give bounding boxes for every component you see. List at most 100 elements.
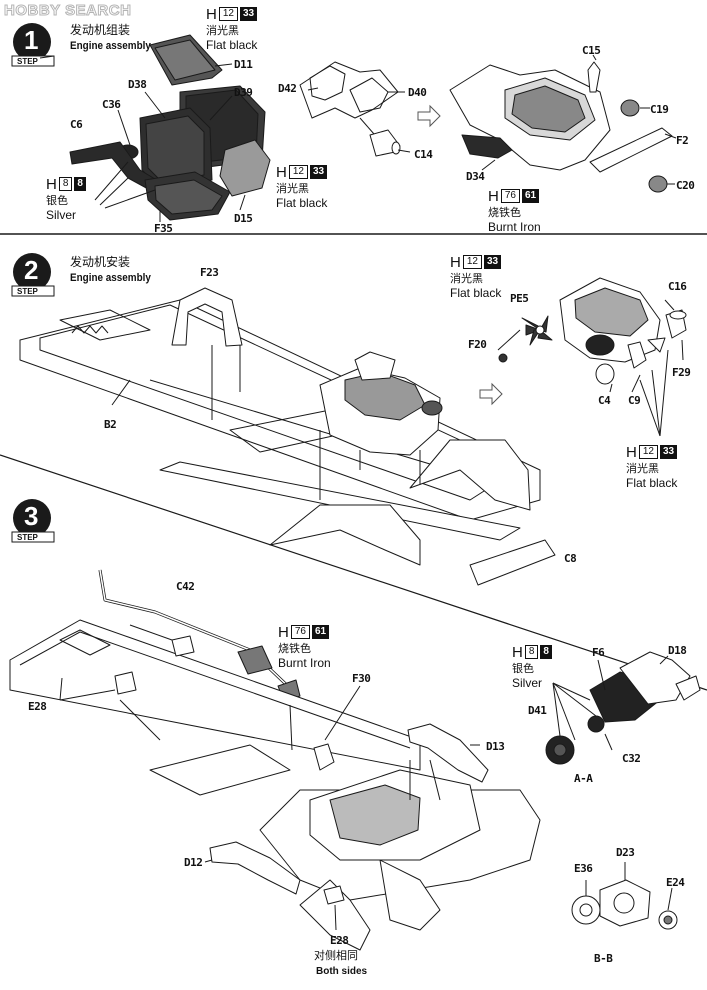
paint-callout-h12-flat-black: H 12 33 消光黑 Flat black [626, 443, 678, 491]
note-both-sides-en: Both sides [316, 966, 368, 977]
step-3-word: STEP [17, 533, 38, 542]
paint-prefix: H [450, 253, 461, 271]
paint-name-en: Flat black [450, 286, 502, 300]
paint-code: 8 [524, 645, 539, 659]
paint-code-2: 8 [540, 645, 552, 659]
part-label-pe5: PE5 [510, 292, 529, 305]
paint-callout-h76-burnt-iron: H 76 61 烧铁色 Burnt Iron [488, 187, 541, 235]
paint-name-en: Silver [46, 208, 77, 222]
paint-code: 12 [218, 7, 238, 21]
paint-callout-h12-flat-black: H 12 33 消光黑 Flat black [206, 5, 258, 53]
paint-code: 76 [290, 625, 310, 639]
part-label-e28-bottom: E28 [330, 934, 349, 947]
watermark-logo: HOBBY SEARCH [3, 2, 132, 20]
part-label-c42: C42 [176, 580, 195, 593]
part-label-d13: D13 [486, 740, 505, 753]
part-label-d34: D34 [466, 170, 485, 183]
part-label-d12: D12 [184, 856, 203, 869]
step-1-word: STEP [17, 57, 38, 66]
part-d11-drawing [149, 34, 223, 86]
part-label-d15: D15 [234, 212, 253, 225]
part-label-d23: D23 [616, 846, 635, 859]
paint-callout-h12-flat-black: H 12 33 消光黑 Flat black [450, 253, 502, 301]
paint-callout-h8-silver: H 8 8 银色 Silver [512, 644, 552, 690]
paint-prefix: H [512, 643, 523, 661]
part-label-b2: B2 [104, 418, 117, 431]
part-label-d42: D42 [278, 82, 297, 95]
step-2-number: 2 [24, 255, 39, 285]
step-1-title-cn: 发动机组装 [70, 23, 131, 37]
step-2-title-en: Engine assembly [70, 272, 151, 284]
paint-prefix: H [626, 443, 637, 461]
part-label-f2: F2 [676, 134, 689, 147]
part-label-e24: E24 [666, 876, 685, 889]
paint-name-en: Silver [512, 676, 543, 690]
tank-icon [11, 253, 55, 297]
part-label-f35: F35 [154, 222, 173, 235]
note-both-sides-cn: 对侧相同 [314, 949, 358, 962]
step-3-number: 3 [24, 501, 39, 531]
paint-code: 12 [638, 445, 658, 459]
paint-code: 12 [462, 255, 482, 269]
step-2-word: STEP [17, 287, 38, 296]
part-label-c4: C4 [598, 394, 611, 407]
part-label-c20: C20 [676, 179, 695, 192]
paint-name-en: Burnt Iron [488, 220, 541, 234]
paint-code-2: 8 [74, 177, 86, 191]
section-label-a-a: A-A [574, 772, 593, 785]
part-label-f20: F20 [468, 338, 487, 351]
part-label-c8: C8 [564, 552, 577, 565]
paint-code-2: 33 [239, 7, 258, 21]
paint-callout-h12-flat-black: H 12 33 消光黑 Flat black [276, 164, 328, 211]
paint-name-cn: 银色 [512, 662, 534, 675]
paint-prefix: H [488, 187, 499, 205]
part-label-c9: C9 [628, 394, 641, 407]
step-2-badge: 2 STEP [10, 252, 62, 298]
paint-name-cn: 银色 [46, 194, 68, 207]
part-label-d18: D18 [668, 644, 687, 657]
paint-code: 8 [58, 177, 73, 191]
part-label-c16: C16 [668, 280, 687, 293]
part-label-e36: E36 [574, 862, 593, 875]
paint-prefix: H [206, 5, 217, 23]
part-label-f29: F29 [672, 366, 691, 379]
section-label-b-b: B-B [594, 952, 613, 965]
paint-name-en: Flat black [206, 38, 258, 52]
part-label-c15: C15 [582, 44, 601, 57]
paint-name-cn: 烧铁色 [278, 642, 311, 655]
paint-code-2: 61 [311, 625, 330, 639]
part-label-f23: F23 [200, 266, 219, 279]
paint-prefix: H [46, 175, 57, 193]
paint-code: 76 [500, 189, 520, 203]
part-pe5-drawing [521, 315, 553, 346]
paint-code-2: 61 [521, 189, 540, 203]
watermark-text: HOBBY SEARCH [3, 2, 132, 20]
paint-name-cn: 消光黑 [276, 182, 309, 195]
part-label-c36: C36 [102, 98, 121, 111]
paint-name-en: Flat black [276, 196, 328, 210]
paint-code-2: 33 [659, 445, 678, 459]
paint-name-en: Burnt Iron [278, 656, 331, 670]
paint-name-cn: 烧铁色 [488, 206, 521, 219]
step-1-badge: 1 STEP [10, 22, 62, 68]
paint-callout-h8-silver: H 8 8 银色 Silver [46, 176, 86, 222]
part-label-f30: F30 [352, 672, 371, 685]
step-2-title-cn: 发动机安装 [70, 255, 131, 269]
step-3-badge: 3 STEP [10, 498, 62, 544]
part-label-c32: C32 [622, 752, 641, 765]
step-1-title-en: Engine assembly [70, 40, 151, 52]
paint-code: 12 [288, 165, 308, 179]
tank-icon [11, 23, 55, 67]
part-label-c6: C6 [70, 118, 83, 131]
part-label-d39: D39 [234, 86, 253, 99]
paint-name-cn: 消光黑 [450, 272, 483, 285]
part-label-c19: C19 [650, 103, 669, 116]
step-1-number: 1 [24, 25, 39, 55]
paint-code-2: 33 [483, 255, 502, 269]
paint-prefix: H [278, 623, 289, 641]
paint-name-en: Flat black [626, 476, 678, 490]
part-label-e28: E28 [28, 700, 47, 713]
part-label-d41: D41 [528, 704, 547, 717]
